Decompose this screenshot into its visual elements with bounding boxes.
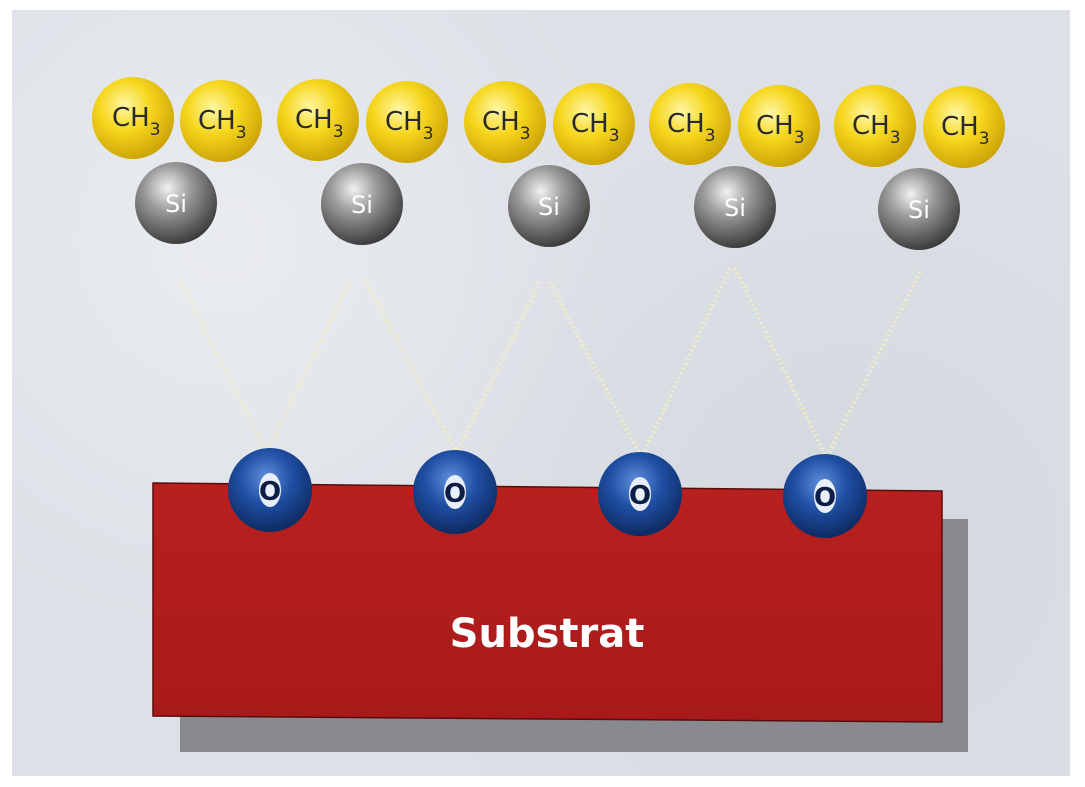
methyl-subscript: 3 xyxy=(890,128,901,148)
silicon-label: Si xyxy=(908,196,930,224)
methyl-group: CH3 xyxy=(923,86,1005,168)
oxygen-atoms: O O O O xyxy=(228,448,867,538)
svg-text:CH3: CH3 xyxy=(482,107,531,144)
bond-line xyxy=(548,281,642,456)
methyl-label: CH xyxy=(571,109,609,139)
oxygen-label: O xyxy=(259,477,281,507)
methyl-sphere xyxy=(834,85,916,167)
methyl-group: CH3 xyxy=(649,83,731,165)
methyl-subscript: 3 xyxy=(423,124,434,144)
silicon-sphere xyxy=(878,168,960,250)
methyl-group: CH3 xyxy=(464,81,546,163)
oxygen-label: O xyxy=(629,481,651,511)
silicon-atoms: Si Si Si Si Si xyxy=(135,162,960,250)
methyl-sphere xyxy=(180,80,262,162)
bond-line xyxy=(363,279,457,451)
methyl-group: CH3 xyxy=(366,81,448,163)
methyl-subscript: 3 xyxy=(979,129,990,149)
silicon-sphere xyxy=(321,163,403,245)
silicon-sphere xyxy=(508,165,590,247)
silicon-atom: Si xyxy=(508,165,590,247)
bond-line xyxy=(178,279,267,451)
oxygen-highlight xyxy=(259,473,281,507)
methyl-label: CH xyxy=(756,111,794,141)
methyl-label: CH xyxy=(941,112,979,142)
methyl-subscript: 3 xyxy=(333,122,344,142)
methyl-sphere xyxy=(366,81,448,163)
methyl-subscript: 3 xyxy=(609,126,620,146)
methyl-label: CH xyxy=(112,103,150,133)
svg-text:CH3: CH3 xyxy=(852,111,901,148)
methyl-subscript: 3 xyxy=(794,128,805,148)
substrate-label: Substrat xyxy=(450,611,645,657)
methyl-sphere xyxy=(92,77,174,159)
svg-text:CH3: CH3 xyxy=(756,111,805,148)
svg-text:CH3: CH3 xyxy=(198,106,247,143)
methyl-group: CH3 xyxy=(277,79,359,161)
oxygen-atom: O xyxy=(598,452,682,536)
silicon-atom: Si xyxy=(321,163,403,245)
methyl-label: CH xyxy=(852,111,890,141)
methyl-subscript: 3 xyxy=(150,120,161,140)
oxygen-highlight xyxy=(444,475,466,509)
oxygen-label: O xyxy=(444,479,466,509)
silicon-atom: Si xyxy=(878,168,960,250)
svg-text:CH3: CH3 xyxy=(667,109,716,146)
silicon-label: Si xyxy=(351,191,373,219)
methyl-label: CH xyxy=(295,105,333,135)
svg-text:CH3: CH3 xyxy=(112,103,161,140)
methyl-groups: CH3 CH3 CH3 CH3 CH3 CH3 xyxy=(92,77,1005,168)
bond-line xyxy=(266,279,352,451)
methyl-group: CH3 xyxy=(834,85,916,167)
methyl-subscript: 3 xyxy=(705,126,716,146)
oxygen-atom: O xyxy=(783,454,867,538)
methyl-sphere xyxy=(464,81,546,163)
methyl-group: CH3 xyxy=(738,85,820,167)
bond-line xyxy=(641,267,732,456)
methyl-subscript: 3 xyxy=(236,123,247,143)
methyl-label: CH xyxy=(667,109,705,139)
svg-text:CH3: CH3 xyxy=(941,112,990,149)
silicon-atom: Si xyxy=(135,162,217,244)
silicon-atom: Si xyxy=(694,166,776,248)
methyl-sphere xyxy=(553,83,635,165)
methyl-sphere xyxy=(923,86,1005,168)
methyl-sphere xyxy=(738,85,820,167)
silicon-label: Si xyxy=(724,194,746,222)
methyl-group: CH3 xyxy=(553,83,635,165)
svg-text:CH3: CH3 xyxy=(295,105,344,142)
methyl-label: CH xyxy=(482,107,520,137)
methyl-group: CH3 xyxy=(180,80,262,162)
bond-line xyxy=(456,281,542,451)
svg-text:CH3: CH3 xyxy=(571,109,620,146)
bond-line xyxy=(733,267,827,456)
silicon-label: Si xyxy=(165,190,187,218)
silicon-sphere xyxy=(135,162,217,244)
svg-text:CH3: CH3 xyxy=(385,107,434,144)
methyl-sphere xyxy=(649,83,731,165)
oxygen-highlight xyxy=(814,479,836,513)
methyl-group: CH3 xyxy=(92,77,174,159)
oxygen-atom: O xyxy=(228,448,312,532)
methyl-label: CH xyxy=(198,106,236,136)
bond-line xyxy=(826,271,922,456)
methyl-subscript: 3 xyxy=(520,124,531,144)
oxygen-atom: O xyxy=(413,450,497,534)
methyl-sphere xyxy=(277,79,359,161)
methyl-label: CH xyxy=(385,107,423,137)
bond-lines xyxy=(178,267,922,456)
oxygen-highlight xyxy=(629,477,651,511)
silicon-label: Si xyxy=(538,193,560,221)
silicon-sphere xyxy=(694,166,776,248)
oxygen-label: O xyxy=(814,483,836,513)
